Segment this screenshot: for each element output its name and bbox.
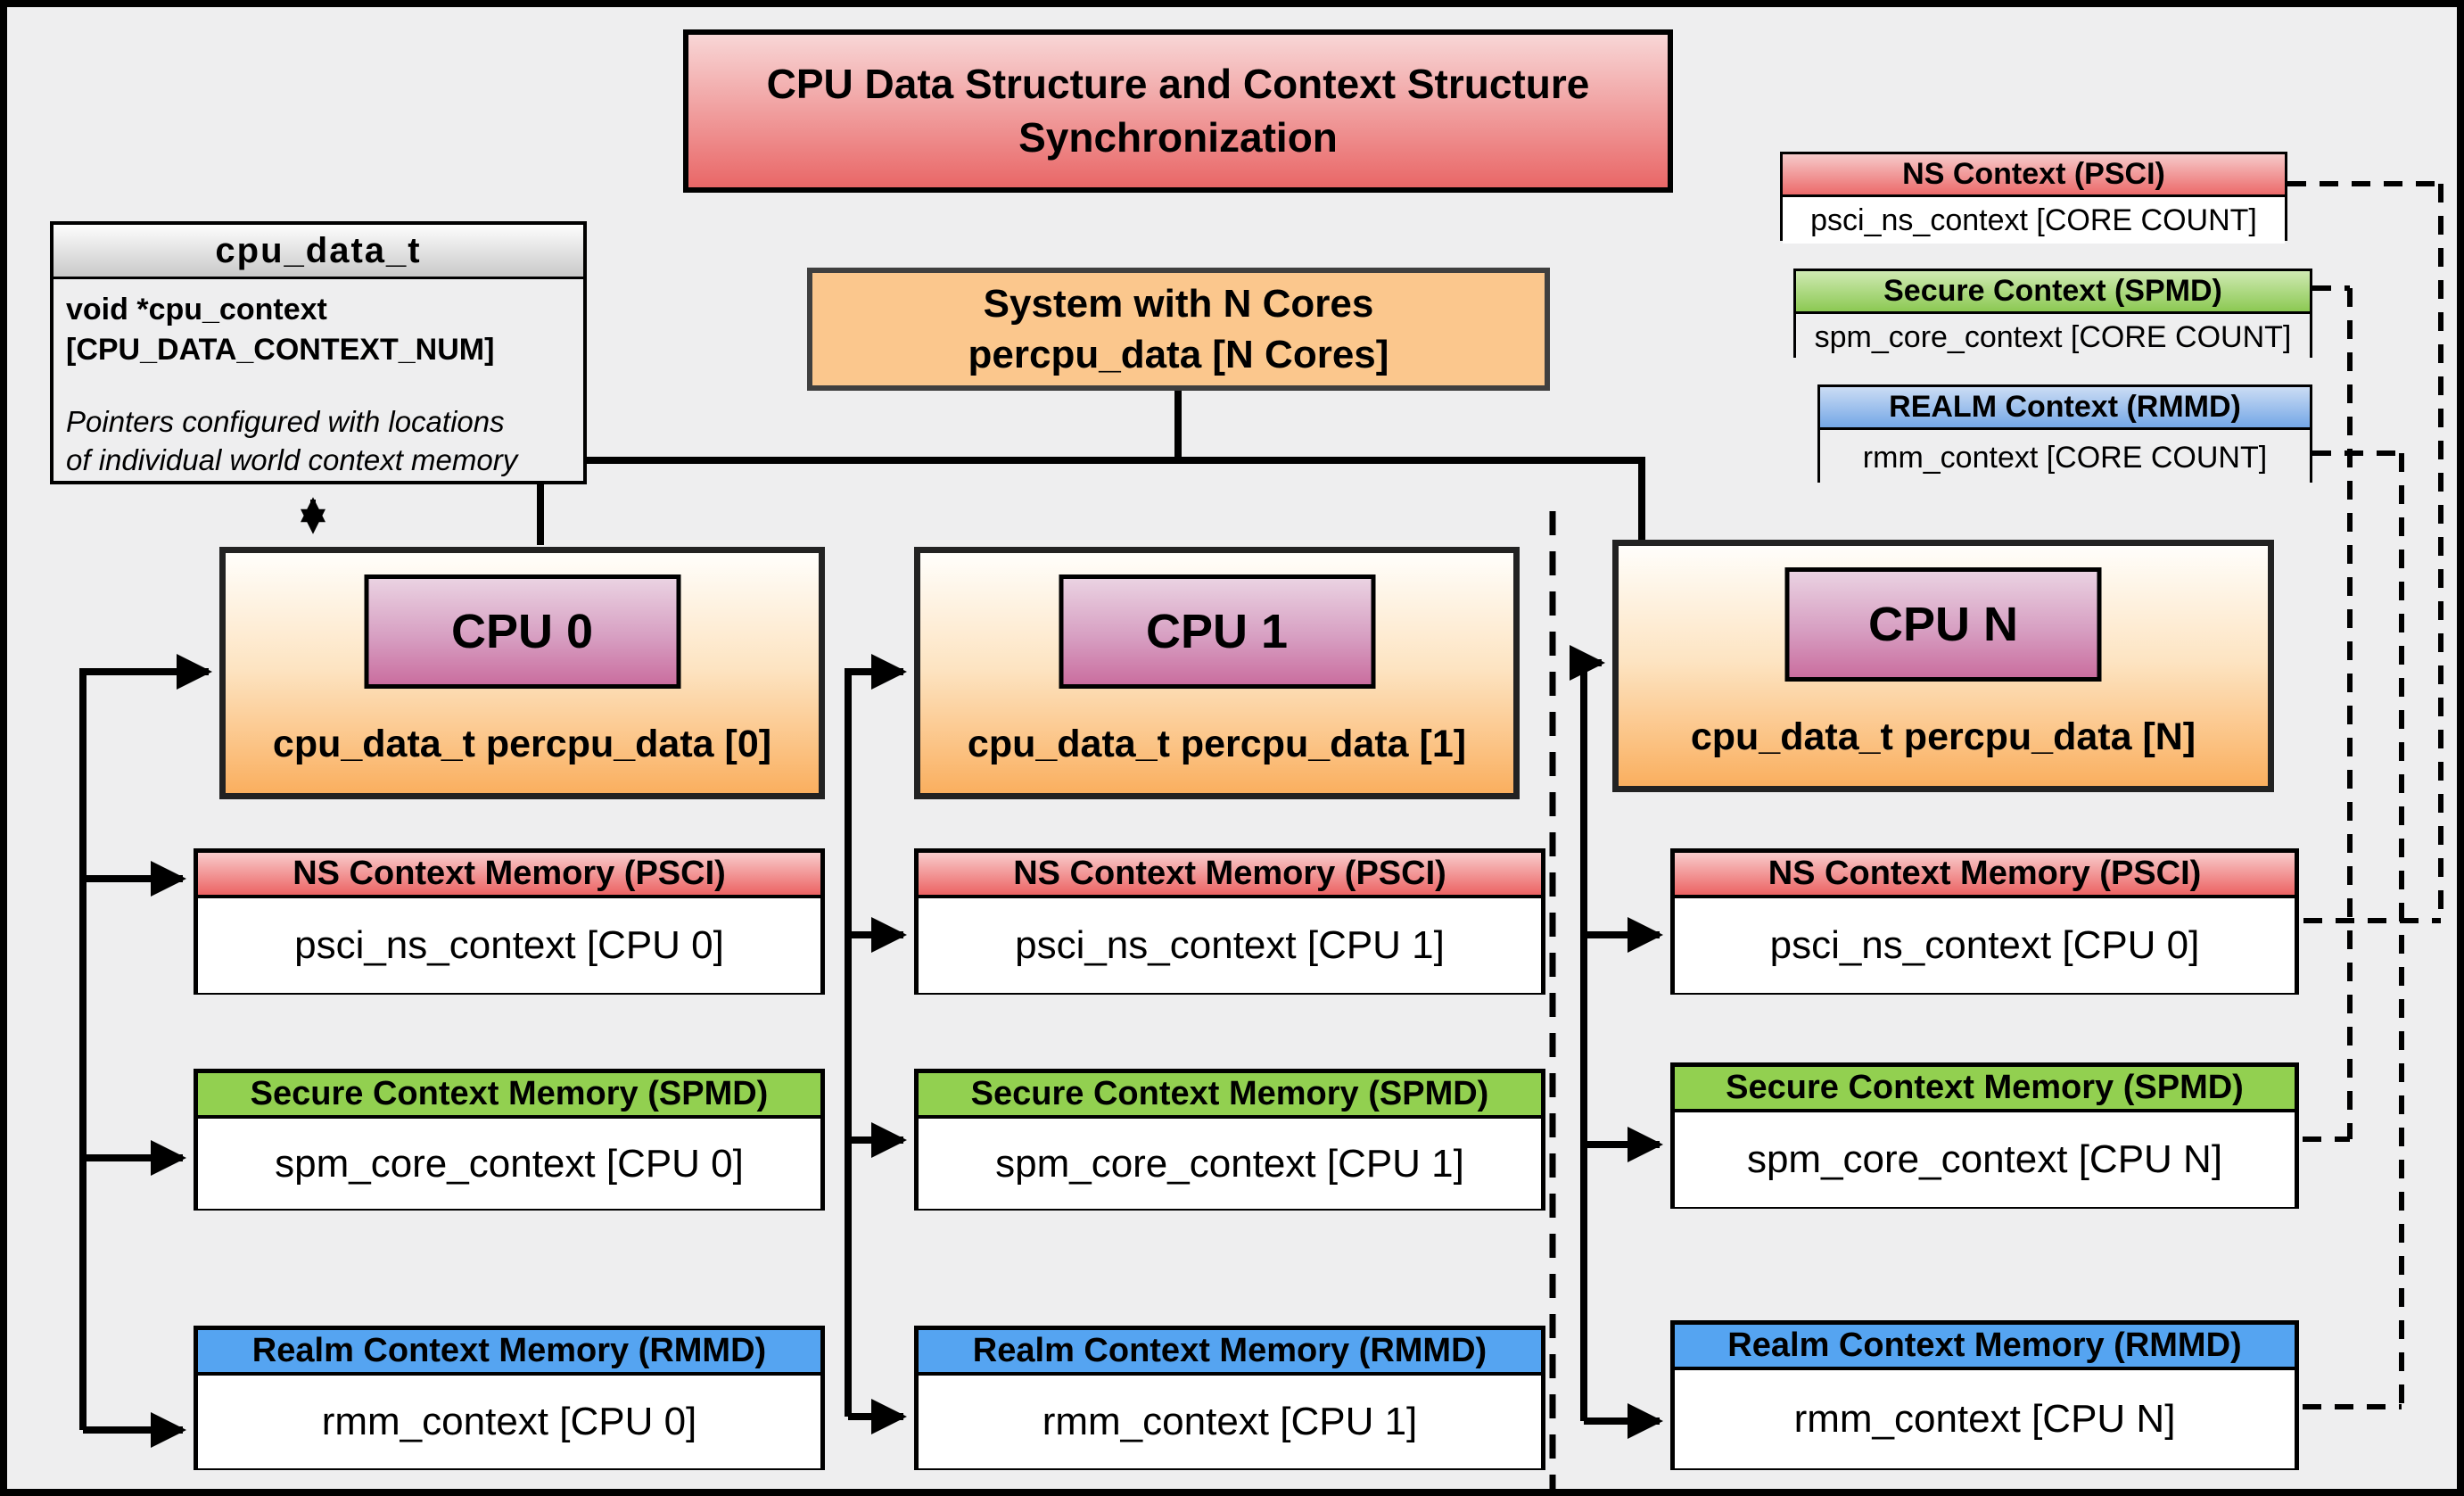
cpu1-chip: CPU 1 <box>1059 574 1375 689</box>
cpun-ns-body: psci_ns_context [CPU 0] <box>1675 898 2295 993</box>
legend-ns-box: NS Context (PSCI) psci_ns_context [CORE … <box>1780 152 2287 244</box>
struct-note-line1: Pointers configured with locations <box>66 404 505 438</box>
diagram-title: CPU Data Structure and Context Structure… <box>683 29 1673 193</box>
struct-field-line2: [CPU_DATA_CONTEXT_NUM] <box>66 332 495 367</box>
legend-secure-box: Secure Context (SPMD) spm_core_context [… <box>1793 269 2312 360</box>
legend-realm-body: rmm_context [CORE COUNT] <box>1820 430 2310 485</box>
title-line2: Synchronization <box>1018 113 1338 161</box>
cpun-realm-context-box: Realm Context Memory (RMMD) rmm_context … <box>1670 1320 2299 1470</box>
legend-realm-box: REALM Context (RMMD) rmm_context [CORE C… <box>1817 384 2312 485</box>
system-box: System with N Cores percpu_data [N Cores… <box>807 268 1550 391</box>
cpun-realm-body: rmm_context [CPU N] <box>1675 1370 2295 1468</box>
cpu0-secure-context-box: Secure Context Memory (SPMD) spm_core_co… <box>194 1069 825 1211</box>
cpun-ns-context-box: NS Context Memory (PSCI) psci_ns_context… <box>1670 848 2299 995</box>
cpu0-secure-body: spm_core_context [CPU 0] <box>198 1119 820 1209</box>
struct-note: Pointers configured with locations of in… <box>66 402 571 480</box>
cpun-secure-context-box: Secure Context Memory (SPMD) spm_core_co… <box>1670 1062 2299 1209</box>
cpu1-realm-context-box: Realm Context Memory (RMMD) rmm_context … <box>914 1326 1545 1470</box>
cpu1-ns-header: NS Context Memory (PSCI) <box>919 853 1541 898</box>
struct-field-line1: void *cpu_context <box>66 293 327 326</box>
cpu0-chip: CPU 0 <box>364 574 680 689</box>
cpu0-data-label: cpu_data_t percpu_data [0] <box>272 723 772 765</box>
cpu1-realm-header: Realm Context Memory (RMMD) <box>919 1330 1541 1376</box>
system-branch-lines <box>537 391 1645 545</box>
system-line1: System with N Cores <box>983 281 1374 326</box>
cpu1-data-label: cpu_data_t percpu_data [1] <box>967 723 1467 765</box>
legend-secure-body: spm_core_context [CORE COUNT] <box>1796 314 2310 360</box>
cpun-secure-body: spm_core_context [CPU N] <box>1675 1112 2295 1207</box>
legend-secure-header: Secure Context (SPMD) <box>1796 271 2310 314</box>
struct-note-line2: of individual world context memory <box>66 443 518 477</box>
cpu-data-t-box: cpu_data_t void *cpu_context [CPU_DATA_C… <box>50 221 587 484</box>
cpu1-secure-body: spm_core_context [CPU 1] <box>919 1119 1541 1209</box>
cpu0-realm-header: Realm Context Memory (RMMD) <box>198 1330 820 1376</box>
cpun-box: CPU N cpu_data_t percpu_data [N] <box>1612 540 2274 792</box>
cpu1-realm-body: rmm_context [CPU 1] <box>919 1376 1541 1468</box>
cpu1-ns-context-box: NS Context Memory (PSCI) psci_ns_context… <box>914 848 1545 995</box>
cpu0-ns-context-box: NS Context Memory (PSCI) psci_ns_context… <box>194 848 825 995</box>
legend-realm-header: REALM Context (RMMD) <box>1820 387 2310 430</box>
cpu1-secure-header: Secure Context Memory (SPMD) <box>919 1073 1541 1119</box>
cpun-chip: CPU N <box>1784 567 2102 682</box>
system-line2: percpu_data [N Cores] <box>968 333 1389 376</box>
cpu1-connector <box>845 654 907 1434</box>
legend-ns-body: psci_ns_context [CORE COUNT] <box>1783 197 2285 244</box>
cpun-secure-header: Secure Context Memory (SPMD) <box>1675 1067 2295 1112</box>
cpu0-connector <box>79 654 212 1448</box>
cpu0-realm-body: rmm_context [CPU 0] <box>198 1376 820 1468</box>
cpu1-ns-body: psci_ns_context [CPU 1] <box>919 898 1541 993</box>
legend-link-dashed <box>2287 181 2443 1409</box>
cpu0-ns-body: psci_ns_context [CPU 0] <box>198 898 820 993</box>
cpun-data-label: cpu_data_t percpu_data [N] <box>1690 715 2196 758</box>
cpu0-secure-header: Secure Context Memory (SPMD) <box>198 1073 820 1119</box>
cpu1-box: CPU 1 cpu_data_t percpu_data [1] <box>914 547 1520 799</box>
title-line1: CPU Data Structure and Context Structure <box>766 60 1590 107</box>
legend-ns-header: NS Context (PSCI) <box>1783 154 2285 197</box>
cpu-data-t-header: cpu_data_t <box>54 225 583 279</box>
cpu-data-t-body: void *cpu_context [CPU_DATA_CONTEXT_NUM]… <box>54 279 583 480</box>
cpu0-ns-header: NS Context Memory (PSCI) <box>198 853 820 898</box>
cpun-realm-header: Realm Context Memory (RMMD) <box>1675 1325 2295 1370</box>
cpu0-realm-context-box: Realm Context Memory (RMMD) rmm_context … <box>194 1326 825 1470</box>
cpu0-box: CPU 0 cpu_data_t percpu_data [0] <box>219 547 825 799</box>
cpu1-secure-context-box: Secure Context Memory (SPMD) spm_core_co… <box>914 1069 1545 1211</box>
cpun-ns-header: NS Context Memory (PSCI) <box>1675 853 2295 898</box>
